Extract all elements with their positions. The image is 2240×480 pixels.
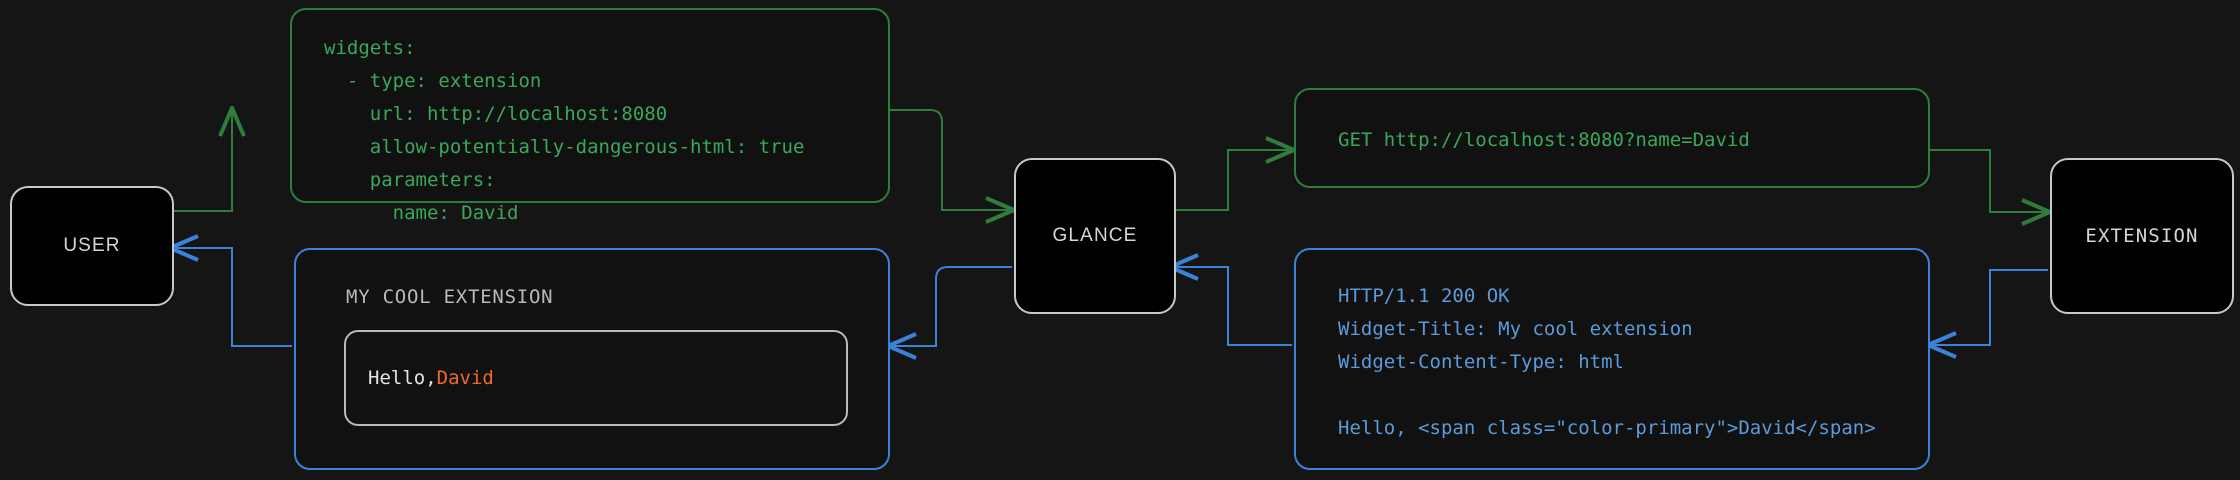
wire-glance-to-widget [890,266,1012,346]
wire-widget-to-user [172,248,292,347]
widget-preview-box: MY COOL EXTENSION Hello, David [294,248,890,470]
wire-user-to-config [172,110,232,212]
config-yaml-text: widgets: - type: extension url: http://l… [324,37,805,225]
widget-preview-content: Hello, David [344,330,848,426]
wire-response-to-glance [1172,267,1292,346]
node-glance-label: GLANCE [1052,225,1138,246]
http-response-box: HTTP/1.1 200 OK Widget-Title: My cool ex… [1294,248,1930,470]
widget-preview-title: MY COOL EXTENSION [346,286,554,308]
config-yaml-box: widgets: - type: extension url: http://l… [290,8,890,224]
wire-extension-to-response [1930,269,2048,345]
node-extension[interactable]: EXTENSION [2050,158,2234,314]
node-user-label: USER [63,235,121,256]
wire-config-to-glance [890,109,1012,210]
node-extension-label: EXTENSION [2085,225,2199,247]
node-user[interactable]: USER [10,186,174,306]
http-request-text: GET http://localhost:8080?name=David [1338,129,1750,151]
node-glance[interactable]: GLANCE [1014,158,1176,314]
http-response-text: HTTP/1.1 200 OK Widget-Title: My cool ex… [1338,285,1876,440]
wire-glance-to-request [1172,150,1292,211]
widget-greeting-name: David [436,367,494,389]
widget-greeting-prefix: Hello, [368,367,437,389]
http-request-box: GET http://localhost:8080?name=David [1294,88,1930,188]
wire-request-to-extension [1930,149,2048,212]
